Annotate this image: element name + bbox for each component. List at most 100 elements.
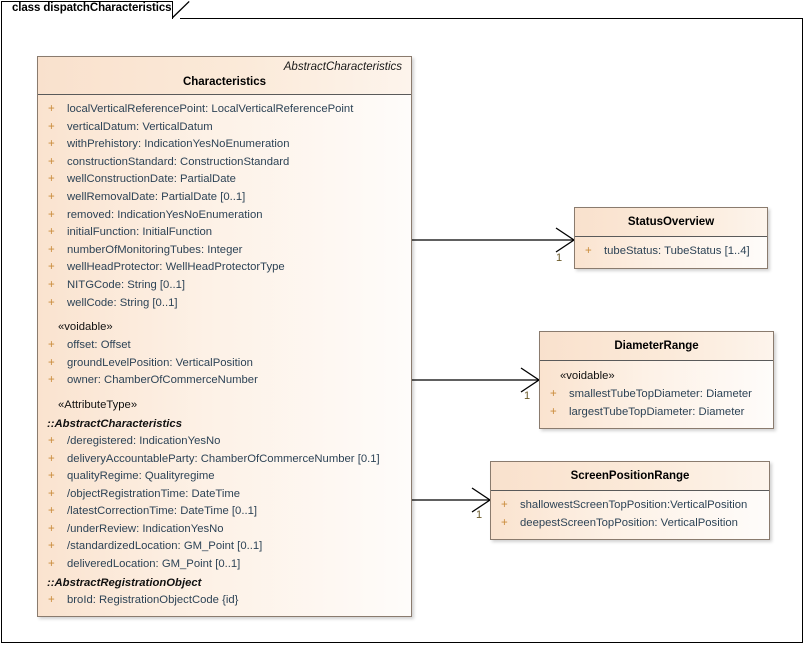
class-screen-position-range-attributes: + shallowestScreenTopPosition:VerticalPos… (491, 491, 769, 539)
attribute-row[interactable]: + /deregistered: IndicationYesNo (38, 433, 411, 451)
visibility-marker: + (48, 434, 55, 447)
visibility-marker: + (48, 296, 55, 309)
attribute-signature: /underReview: IndicationYesNo (67, 522, 224, 535)
attribute-row[interactable]: + NITGCode: String [0..1] (38, 277, 411, 295)
attribute-row[interactable]: + shallowestScreenTopPosition:VerticalPos… (491, 497, 769, 515)
visibility-marker: + (48, 173, 55, 186)
attribute-signature: /deregistered: IndicationYesNo (67, 434, 221, 447)
diagram-frame-top-edge (180, 18, 803, 19)
attribute-signature: groundLevelPosition: VerticalPosition (67, 356, 253, 369)
attribute-signature: verticalDatum: VerticalDatum (67, 120, 213, 133)
class-screen-position-range-name: ScreenPositionRange (570, 470, 690, 482)
attribute-signature: offset: Offset (67, 339, 131, 352)
visibility-marker: + (48, 540, 55, 553)
visibility-marker: + (48, 593, 55, 606)
diagram-frame (1, 18, 803, 643)
visibility-marker: + (501, 499, 508, 511)
attribute-row[interactable]: +broId: RegistrationObjectCode {id} (38, 592, 411, 610)
attribute-row[interactable]: + /underReview: IndicationYesNo (38, 521, 411, 539)
visibility-marker: + (48, 226, 55, 239)
class-diameter-range-header: DiameterRange (540, 332, 773, 361)
attribute-signature: shallowestScreenTopPosition:VerticalPosi… (520, 499, 748, 511)
attribute-row[interactable]: +localVerticalReferencePoint: LocalVerti… (38, 101, 411, 119)
visibility-marker: + (48, 470, 55, 483)
diagram-title-label: class dispatchCharacteristics (12, 2, 172, 14)
visibility-marker: + (48, 487, 55, 500)
diagram-tab-diagonal-icon (172, 0, 190, 19)
attribute-row[interactable]: + verticalDatum: VerticalDatum (38, 119, 411, 137)
attribute-row[interactable]: + wellCode: String [0..1] (38, 295, 411, 313)
visibility-marker: + (48, 138, 55, 151)
multiplicity-status-overview: 1 (556, 252, 563, 264)
visibility-marker: + (48, 103, 55, 115)
visibility-marker: + (550, 405, 557, 418)
visibility-marker: + (48, 190, 55, 203)
class-screen-position-range[interactable]: ScreenPositionRange + shallowestScreenTop… (490, 461, 770, 541)
class-diameter-range-name: DiameterRange (614, 340, 699, 352)
attribute-signature: deliveredLocation: GM_Point [0..1] (67, 558, 241, 571)
attribute-row[interactable]: +initialFunction: InitialFunction (38, 224, 411, 242)
attribute-row[interactable]: +smallestTubeTopDiameter: Diameter (540, 386, 773, 404)
visibility-marker: + (501, 516, 508, 529)
attribute-row[interactable]: +wellConstructionDate: PartialDate (38, 171, 411, 189)
class-status-overview-name: StatusOverview (627, 216, 715, 228)
attribute-row[interactable]: +tubeStatus: TubeStatus [1..4] (575, 243, 767, 261)
attribute-signature: constructionStandard: ConstructionStanda… (67, 155, 290, 168)
visibility-marker: + (585, 245, 592, 257)
attribute-row[interactable]: + owner: ChamberOfCommerceNumber (38, 372, 411, 390)
attribute-signature: withPrehistory: IndicationYesNoEnumerati… (67, 138, 290, 151)
class-status-overview-attributes: +tubeStatus: TubeStatus [1..4] (575, 237, 767, 268)
attribute-signature: smallestTubeTopDiameter: Diameter (569, 388, 752, 400)
attribute-signature: /objectRegistrationTime: DateTime (67, 487, 241, 500)
visibility-marker: + (48, 522, 55, 535)
attribute-row[interactable]: + /latestCorrectionTime: DateTime [0..1] (38, 503, 411, 521)
attribute-row[interactable]: + withPrehistory: IndicationYesNoEnumerat… (38, 136, 411, 154)
visibility-marker: + (48, 339, 55, 352)
class-status-overview[interactable]: StatusOverview +tubeStatus: TubeStatus [… (574, 207, 768, 269)
attribute-row[interactable]: + deepestScreenTopPosition: VerticalPosit… (491, 515, 769, 533)
attribute-row[interactable]: + offset: Offset (38, 337, 411, 355)
attribute-row[interactable]: +deliveryAccountableParty: ChamberOfComm… (38, 451, 411, 469)
multiplicity-screen-position-range: 1 (476, 509, 483, 521)
diagram-title-tab (1, 1, 173, 19)
visibility-marker: + (48, 208, 55, 221)
visibility-marker: + (48, 278, 55, 291)
stereotype-group-label: «voidable» (560, 370, 615, 382)
attribute-signature: owner: ChamberOfCommerceNumber (67, 374, 258, 387)
class-characteristics-name: Characteristics (182, 76, 267, 88)
attribute-signature: wellCode: String [0..1] (67, 296, 178, 309)
attribute-row[interactable]: + removed: IndicationYesNoEnumeration (38, 207, 411, 225)
attribute-signature: /standardizedLocation: GM_Point [0..1] (67, 540, 263, 553)
multiplicity-diameter-range: 1 (524, 390, 531, 402)
class-characteristics-header: AbstractCharacteristics Characteristics (38, 57, 411, 95)
attribute-signature: wellRemovalDate: PartialDate [0..1] (67, 190, 246, 203)
attribute-signature: /latestCorrectionTime: DateTime [0..1] (67, 505, 258, 518)
attribute-signature: deepestScreenTopPosition: VerticalPositi… (520, 516, 738, 529)
attribute-row[interactable]: +numberOfMonitoringTubes: Integer (38, 242, 411, 260)
stereotype-group-label: «AttributeType» (58, 398, 138, 411)
attribute-row[interactable]: + deliveredLocation: GM_Point [0..1] (38, 556, 411, 574)
attribute-row[interactable]: + wellRemovalDate: PartialDate [0..1] (38, 189, 411, 207)
attribute-signature: wellHeadProtector: WellHeadProtectorType (67, 261, 285, 274)
visibility-marker: + (48, 505, 55, 518)
class-characteristics[interactable]: AbstractCharacteristics Characteristics … (37, 56, 412, 618)
attribute-signature: removed: IndicationYesNoEnumeration (67, 208, 263, 221)
attribute-row[interactable]: +wellHeadProtector: WellHeadProtectorTyp… (38, 259, 411, 277)
class-characteristics-stereotype: AbstractCharacteristics (283, 61, 402, 73)
visibility-marker: + (48, 120, 55, 133)
attribute-row[interactable]: +constructionStandard: ConstructionStand… (38, 154, 411, 172)
attribute-signature: largestTubeTopDiameter: Diameter (569, 405, 745, 418)
visibility-marker: + (48, 558, 55, 571)
attribute-signature: NITGCode: String [0..1] (67, 278, 186, 291)
visibility-marker: + (48, 374, 55, 387)
class-diameter-range[interactable]: DiameterRange «voidable»+smallestTubeTop… (539, 331, 774, 430)
attribute-row[interactable]: + /standardizedLocation: GM_Point [0..1] (38, 538, 411, 556)
attribute-row[interactable]: +qualityRegime: Qualityregime (38, 468, 411, 486)
visibility-marker: + (48, 356, 55, 369)
class-status-overview-header: StatusOverview (575, 208, 767, 237)
attribute-row[interactable]: + largestTubeTopDiameter: Diameter (540, 404, 773, 422)
attribute-row[interactable]: + groundLevelPosition: VerticalPosition (38, 355, 411, 373)
class-diameter-range-attributes: «voidable»+smallestTubeTopDiameter: Diam… (540, 361, 773, 428)
attribute-row[interactable]: + /objectRegistrationTime: DateTime (38, 486, 411, 504)
